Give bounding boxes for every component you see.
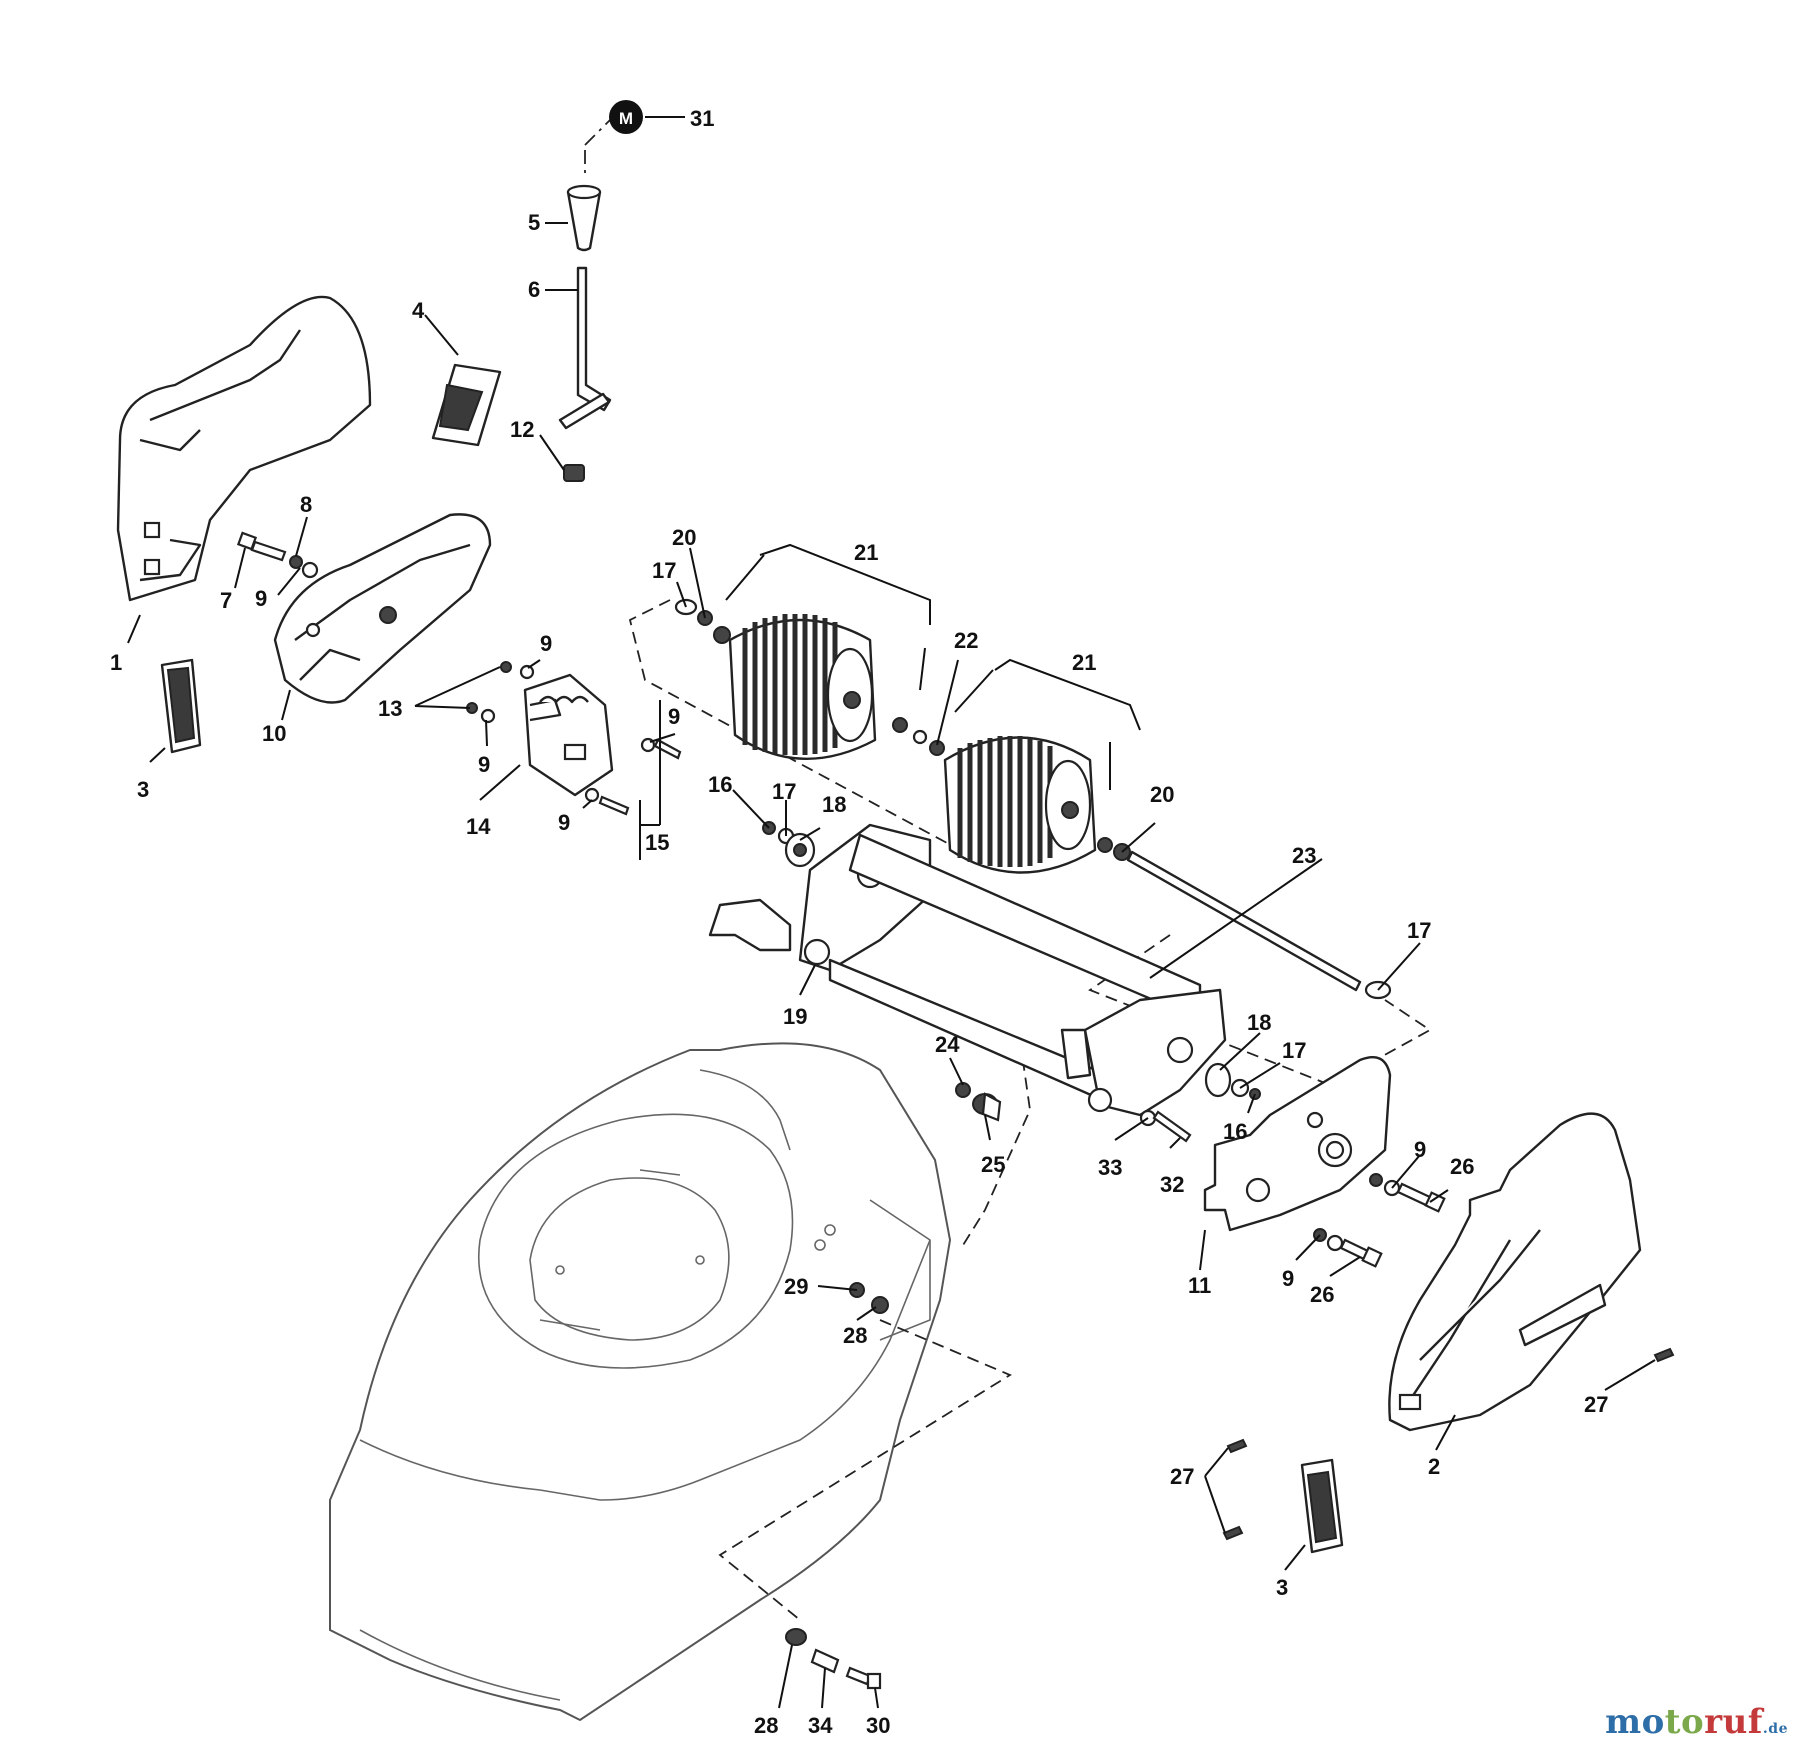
- roller-hardware-icon: [674, 598, 1392, 1100]
- callout-29: 29: [784, 1274, 808, 1299]
- callout-21-right: 21: [1072, 650, 1096, 675]
- left-rear-cover-icon: [116, 295, 372, 602]
- callout-26-top: 26: [1450, 1154, 1474, 1179]
- callout-27-right: 27: [1584, 1392, 1608, 1417]
- callout-3-right: 3: [1276, 1575, 1288, 1600]
- pivot-bush-icon: [955, 1082, 1002, 1122]
- callout-labels: 31 5 6 4 12 1 8 7 9 10 3 13 9 9 14 9 9 1…: [110, 106, 1608, 1738]
- callout-25: 25: [981, 1152, 1005, 1177]
- screws-27-icon: [1222, 1347, 1675, 1541]
- height-plate-icon: [466, 661, 682, 816]
- cutting-deck: [329, 1042, 952, 1722]
- callout-17-right: 17: [1407, 918, 1431, 943]
- callout-27-left: 27: [1170, 1464, 1194, 1489]
- callout-13: 13: [378, 696, 402, 721]
- callout-1: 1: [110, 650, 122, 675]
- handle-clip-icon: [431, 363, 502, 447]
- callout-18-left: 18: [822, 792, 846, 817]
- height-adjust-block-right-icon: [1300, 1458, 1344, 1554]
- callout-9-right-bottom: 9: [1282, 1266, 1294, 1291]
- callout-33: 33: [1098, 1155, 1122, 1180]
- site-watermark: motoruf.de: [1605, 1702, 1788, 1742]
- height-rod-icon: [558, 266, 612, 430]
- callout-28-deck: 28: [843, 1323, 867, 1348]
- frame-bolt-icon: [1139, 1109, 1192, 1143]
- callout-9-plate-bottom: 9: [558, 810, 570, 835]
- rear-roller-right-icon: [943, 736, 1097, 874]
- right-rear-cover-icon: [1388, 1112, 1642, 1432]
- leader-lines: [127, 116, 1656, 1709]
- callout-9-plate-left: 9: [478, 752, 490, 777]
- callout-26-bottom: 26: [1310, 1282, 1334, 1307]
- callout-34: 34: [808, 1713, 833, 1738]
- callout-10: 10: [262, 721, 286, 746]
- watermark-part2: to: [1664, 1702, 1705, 1742]
- callout-5: 5: [528, 210, 540, 235]
- callout-32: 32: [1160, 1172, 1184, 1197]
- callout-16-left: 16: [708, 772, 732, 797]
- knob-marker-label: M: [619, 109, 633, 128]
- callout-14: 14: [466, 814, 491, 839]
- callout-9-upper: 9: [255, 586, 267, 611]
- callout-31: 31: [690, 106, 714, 131]
- bottom-hardware-icon: [785, 1628, 882, 1690]
- callout-9-right-top: 9: [1414, 1137, 1426, 1162]
- height-adjust-block-icon: [160, 658, 202, 754]
- bolt-group-upper-icon: [236, 531, 319, 579]
- callout-28-bottom: 28: [754, 1713, 778, 1738]
- callout-23: 23: [1292, 843, 1316, 868]
- callout-20-right: 20: [1150, 782, 1174, 807]
- callout-18-right: 18: [1247, 1010, 1271, 1035]
- callout-3-left: 3: [137, 777, 149, 802]
- height-lever-grip-icon: [566, 184, 602, 252]
- callout-2: 2: [1428, 1454, 1440, 1479]
- bolt-group-right-icon: [1313, 1173, 1446, 1268]
- watermark-part3: ruf: [1704, 1702, 1763, 1742]
- right-side-plate-icon: [1203, 1055, 1392, 1232]
- callout-30: 30: [866, 1713, 890, 1738]
- left-side-cover-icon: [273, 513, 492, 704]
- callout-12: 12: [510, 417, 534, 442]
- rod-clip-icon: [563, 464, 585, 482]
- callout-4: 4: [412, 298, 425, 323]
- roller-frame-icon: [708, 823, 1227, 1117]
- callout-6: 6: [528, 277, 540, 302]
- callout-17-lower-right: 17: [1282, 1038, 1306, 1063]
- callout-22: 22: [954, 628, 978, 653]
- callout-20-left: 20: [672, 525, 696, 550]
- callout-11: 11: [1188, 1273, 1211, 1298]
- callout-24: 24: [935, 1032, 960, 1057]
- roller-bracket-lines: [725, 543, 1141, 790]
- callout-17-left: 17: [652, 558, 676, 583]
- callout-9-plate-top: 9: [540, 631, 552, 656]
- watermark-suffix: .de: [1762, 1721, 1788, 1737]
- callout-21-left: 21: [854, 540, 878, 565]
- callout-9-plate-right: 9: [668, 704, 680, 729]
- callout-19: 19: [783, 1004, 807, 1029]
- knob-marker-icon: M: [609, 100, 643, 134]
- watermark-part1: mo: [1605, 1702, 1665, 1742]
- callout-17-mid: 17: [772, 779, 796, 804]
- callout-16-right: 16: [1223, 1119, 1247, 1144]
- callout-7: 7: [220, 588, 232, 613]
- callout-8: 8: [300, 492, 312, 517]
- callout-15: 15: [645, 830, 669, 855]
- rear-roller-left-icon: [728, 614, 877, 761]
